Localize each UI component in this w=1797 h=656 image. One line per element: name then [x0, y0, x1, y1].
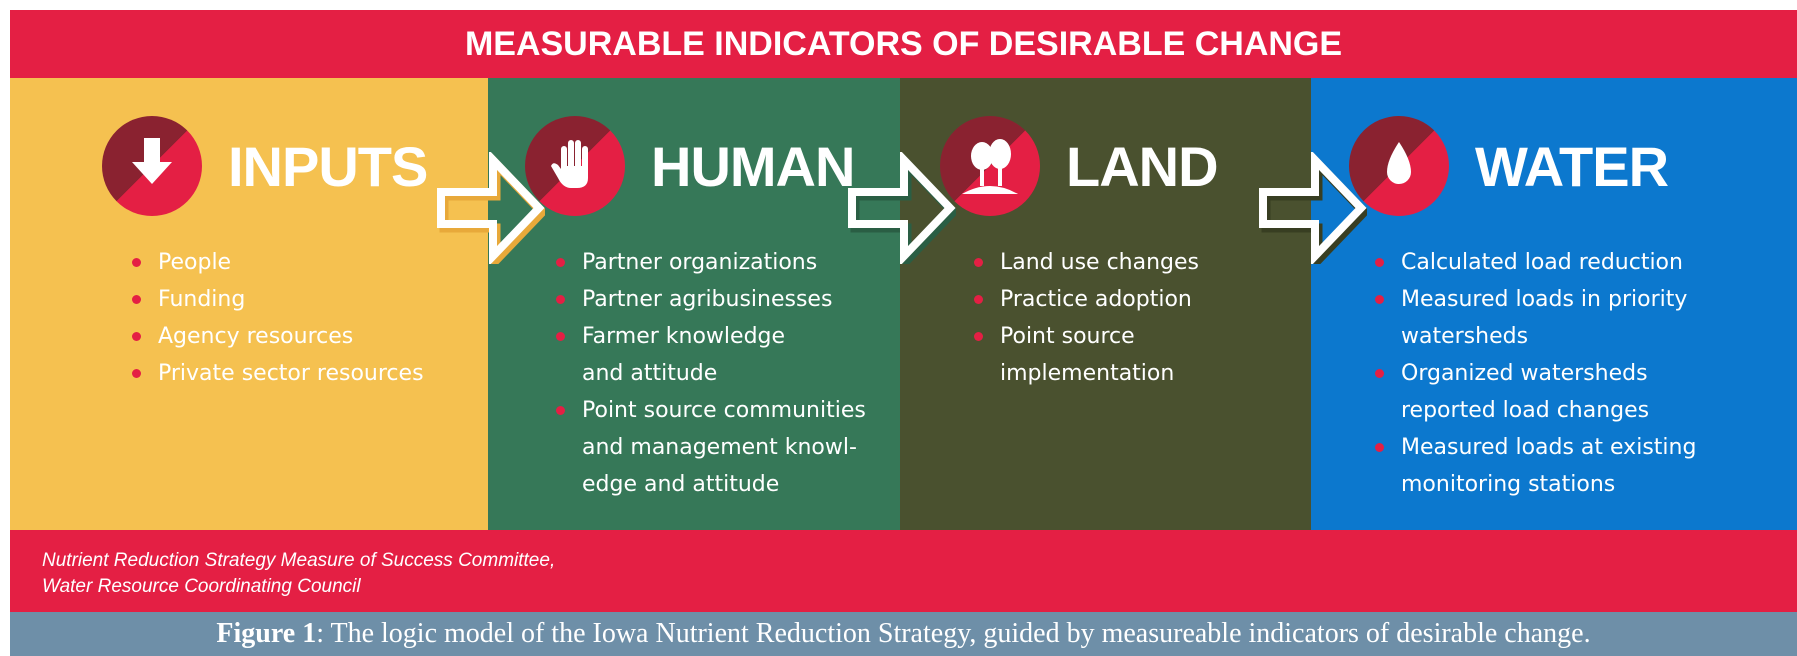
list-item: Farmer knowledge and attitude	[556, 318, 802, 392]
flow-arrow-icon	[437, 152, 545, 264]
flow-arrow-icon	[848, 152, 956, 264]
source-credit: Nutrient Reduction Strategy Measure of S…	[42, 548, 555, 600]
panel-water: WATER Calculated load reduction Measured…	[1311, 78, 1797, 530]
list-item: Organized watersheds reported load chang…	[1375, 355, 1671, 429]
panel-header: LAND	[940, 116, 1219, 216]
hand-icon	[525, 116, 625, 216]
down-arrow-icon	[102, 116, 202, 216]
panel-heading: INPUTS	[228, 134, 428, 198]
panel-inputs: INPUTS People Funding Agency resources P…	[10, 78, 488, 530]
caption-label: Figure 1	[216, 618, 317, 649]
water-drop-icon	[1349, 116, 1449, 216]
list-item: Partner agribusinesses	[556, 281, 886, 318]
item-list: Calculated load reduction Measured loads…	[1375, 244, 1705, 503]
list-item: Point source implementation	[974, 318, 1200, 392]
trees-icon	[940, 116, 1040, 216]
panel-heading: LAND	[1066, 134, 1219, 198]
source-line: Nutrient Reduction Strategy Measure of S…	[42, 550, 556, 571]
figure-caption: Figure 1: The logic model of the Iowa Nu…	[10, 612, 1797, 656]
banner-title: MEASURABLE INDICATORS OF DESIRABLE CHANG…	[10, 10, 1797, 78]
panel-human: HUMAN Partner organizations Partner agri…	[488, 78, 900, 530]
list-item: Agency resources	[132, 318, 462, 355]
panel-header: HUMAN	[525, 116, 855, 216]
list-item: Point source communities and management …	[556, 392, 872, 503]
list-item: Partner organizations	[556, 244, 886, 281]
panel-heading: WATER	[1475, 134, 1669, 198]
source-line: Water Resource Coordinating Council	[42, 576, 361, 597]
panel-land: LAND Land use changes Practice adoption …	[900, 78, 1311, 530]
list-item: People	[132, 244, 462, 281]
panel-header: WATER	[1349, 116, 1669, 216]
panel-heading: HUMAN	[651, 134, 855, 198]
list-item: Measured loads at existing monitoring st…	[1375, 429, 1711, 503]
list-item: Private sector resources	[132, 355, 462, 392]
item-list: People Funding Agency resources Private …	[132, 244, 462, 392]
caption-text: : The logic model of the Iowa Nutrient R…	[316, 618, 1591, 649]
list-item: Calculated load reduction	[1375, 244, 1705, 281]
list-item: Funding	[132, 281, 462, 318]
panel-header: INPUTS	[102, 116, 428, 216]
flow-arrow-icon	[1259, 152, 1367, 264]
list-item: Practice adoption	[974, 281, 1274, 318]
item-list: Partner organizations Partner agribusine…	[556, 244, 886, 503]
list-item: Land use changes	[974, 244, 1274, 281]
logic-model-figure: MEASURABLE INDICATORS OF DESIRABLE CHANG…	[10, 10, 1797, 656]
source-band: Nutrient Reduction Strategy Measure of S…	[10, 530, 1797, 612]
list-item: Measured loads in priority watersheds	[1375, 281, 1691, 355]
item-list: Land use changes Practice adoption Point…	[974, 244, 1274, 392]
